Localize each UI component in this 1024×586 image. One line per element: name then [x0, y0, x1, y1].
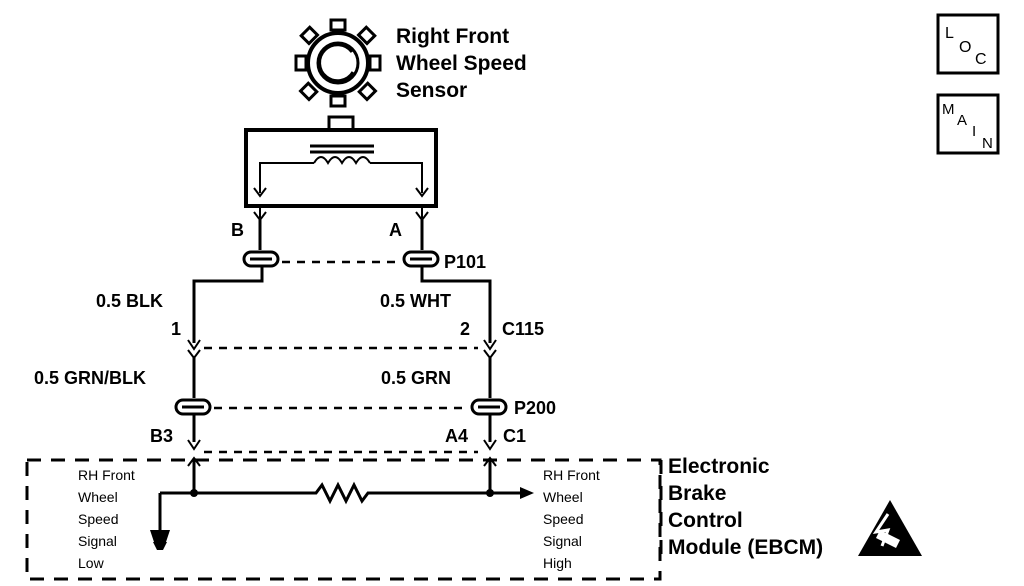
wire-label-right-lower: 0.5 GRN	[381, 368, 451, 388]
loc-letter-l: L	[945, 25, 954, 42]
loc-icon[interactable]: L O C	[936, 13, 1000, 75]
signal-low-line2: Wheel	[78, 489, 118, 505]
c1-label: C1	[503, 426, 526, 446]
wire-label-left-upper: 0.5 BLK	[96, 291, 163, 311]
ebcm-pin-b3-label: B3	[150, 426, 173, 446]
sensor-label-line1: Right Front	[396, 25, 509, 48]
right-upper-wire	[420, 266, 492, 343]
signal-high-line3: Speed	[543, 511, 583, 527]
p200-label: P200	[514, 398, 556, 418]
signal-high-label: RH Front Wheel Speed Signal High	[543, 467, 600, 571]
main-letter-i: I	[972, 123, 976, 140]
wheel-speed-sensor-icon	[294, 18, 382, 108]
left-upper-wire	[192, 266, 264, 343]
signal-high-line5: High	[543, 555, 572, 571]
main-letter-a: A	[957, 112, 967, 129]
c115-label: C115	[502, 319, 544, 339]
upper-wires	[253, 206, 429, 250]
loc-letter-c: C	[975, 51, 987, 68]
signal-low-line3: Speed	[78, 511, 118, 527]
esd-warning-icon	[858, 500, 922, 556]
signal-low-label: RH Front Wheel Speed Signal Low	[78, 467, 135, 571]
ebcm-pin-a4-label: A4	[445, 426, 468, 446]
ebcm-name-line2: Brake	[668, 482, 726, 505]
sensor-label: Right Front Wheel Speed Sensor	[396, 25, 527, 102]
ebcm-internal-circuit	[150, 458, 534, 550]
pin-b-label: B	[231, 220, 244, 240]
main-icon[interactable]: M A I N	[936, 93, 1000, 155]
c115-connector	[187, 339, 497, 360]
c115-pin1-label: 1	[171, 319, 181, 339]
p101-label: P101	[444, 252, 486, 272]
sensor-label-line3: Sensor	[396, 79, 467, 102]
signal-high-line4: Signal	[543, 533, 582, 549]
signal-high-line2: Wheel	[543, 489, 583, 505]
ground-icon	[150, 530, 170, 550]
ebcm-name-line4: Module (EBCM)	[668, 536, 823, 559]
signal-low-line5: Low	[78, 555, 105, 571]
signal-low-line4: Signal	[78, 533, 117, 549]
p101-connector	[242, 250, 440, 268]
ebcm-module-box	[25, 458, 662, 581]
sensor-housing	[244, 115, 438, 208]
signal-low-line1: RH Front	[78, 467, 135, 483]
signal-high-line1: RH Front	[543, 467, 600, 483]
wire-label-left-lower: 0.5 GRN/BLK	[34, 368, 146, 388]
loc-letter-o: O	[959, 39, 971, 56]
sensor-label-line2: Wheel Speed	[396, 52, 527, 75]
ebcm-name-line1: Electronic	[668, 455, 770, 478]
pin-a-label: A	[389, 220, 402, 240]
main-letter-n: N	[982, 135, 993, 152]
c115-pin2-label: 2	[460, 319, 470, 339]
main-letter-m: M	[942, 101, 955, 118]
p200-connector	[174, 398, 508, 416]
wire-label-right-upper: 0.5 WHT	[380, 291, 451, 311]
ebcm-name: Electronic Brake Control Module (EBCM)	[659, 455, 823, 559]
ebcm-name-line3: Control	[668, 509, 743, 532]
